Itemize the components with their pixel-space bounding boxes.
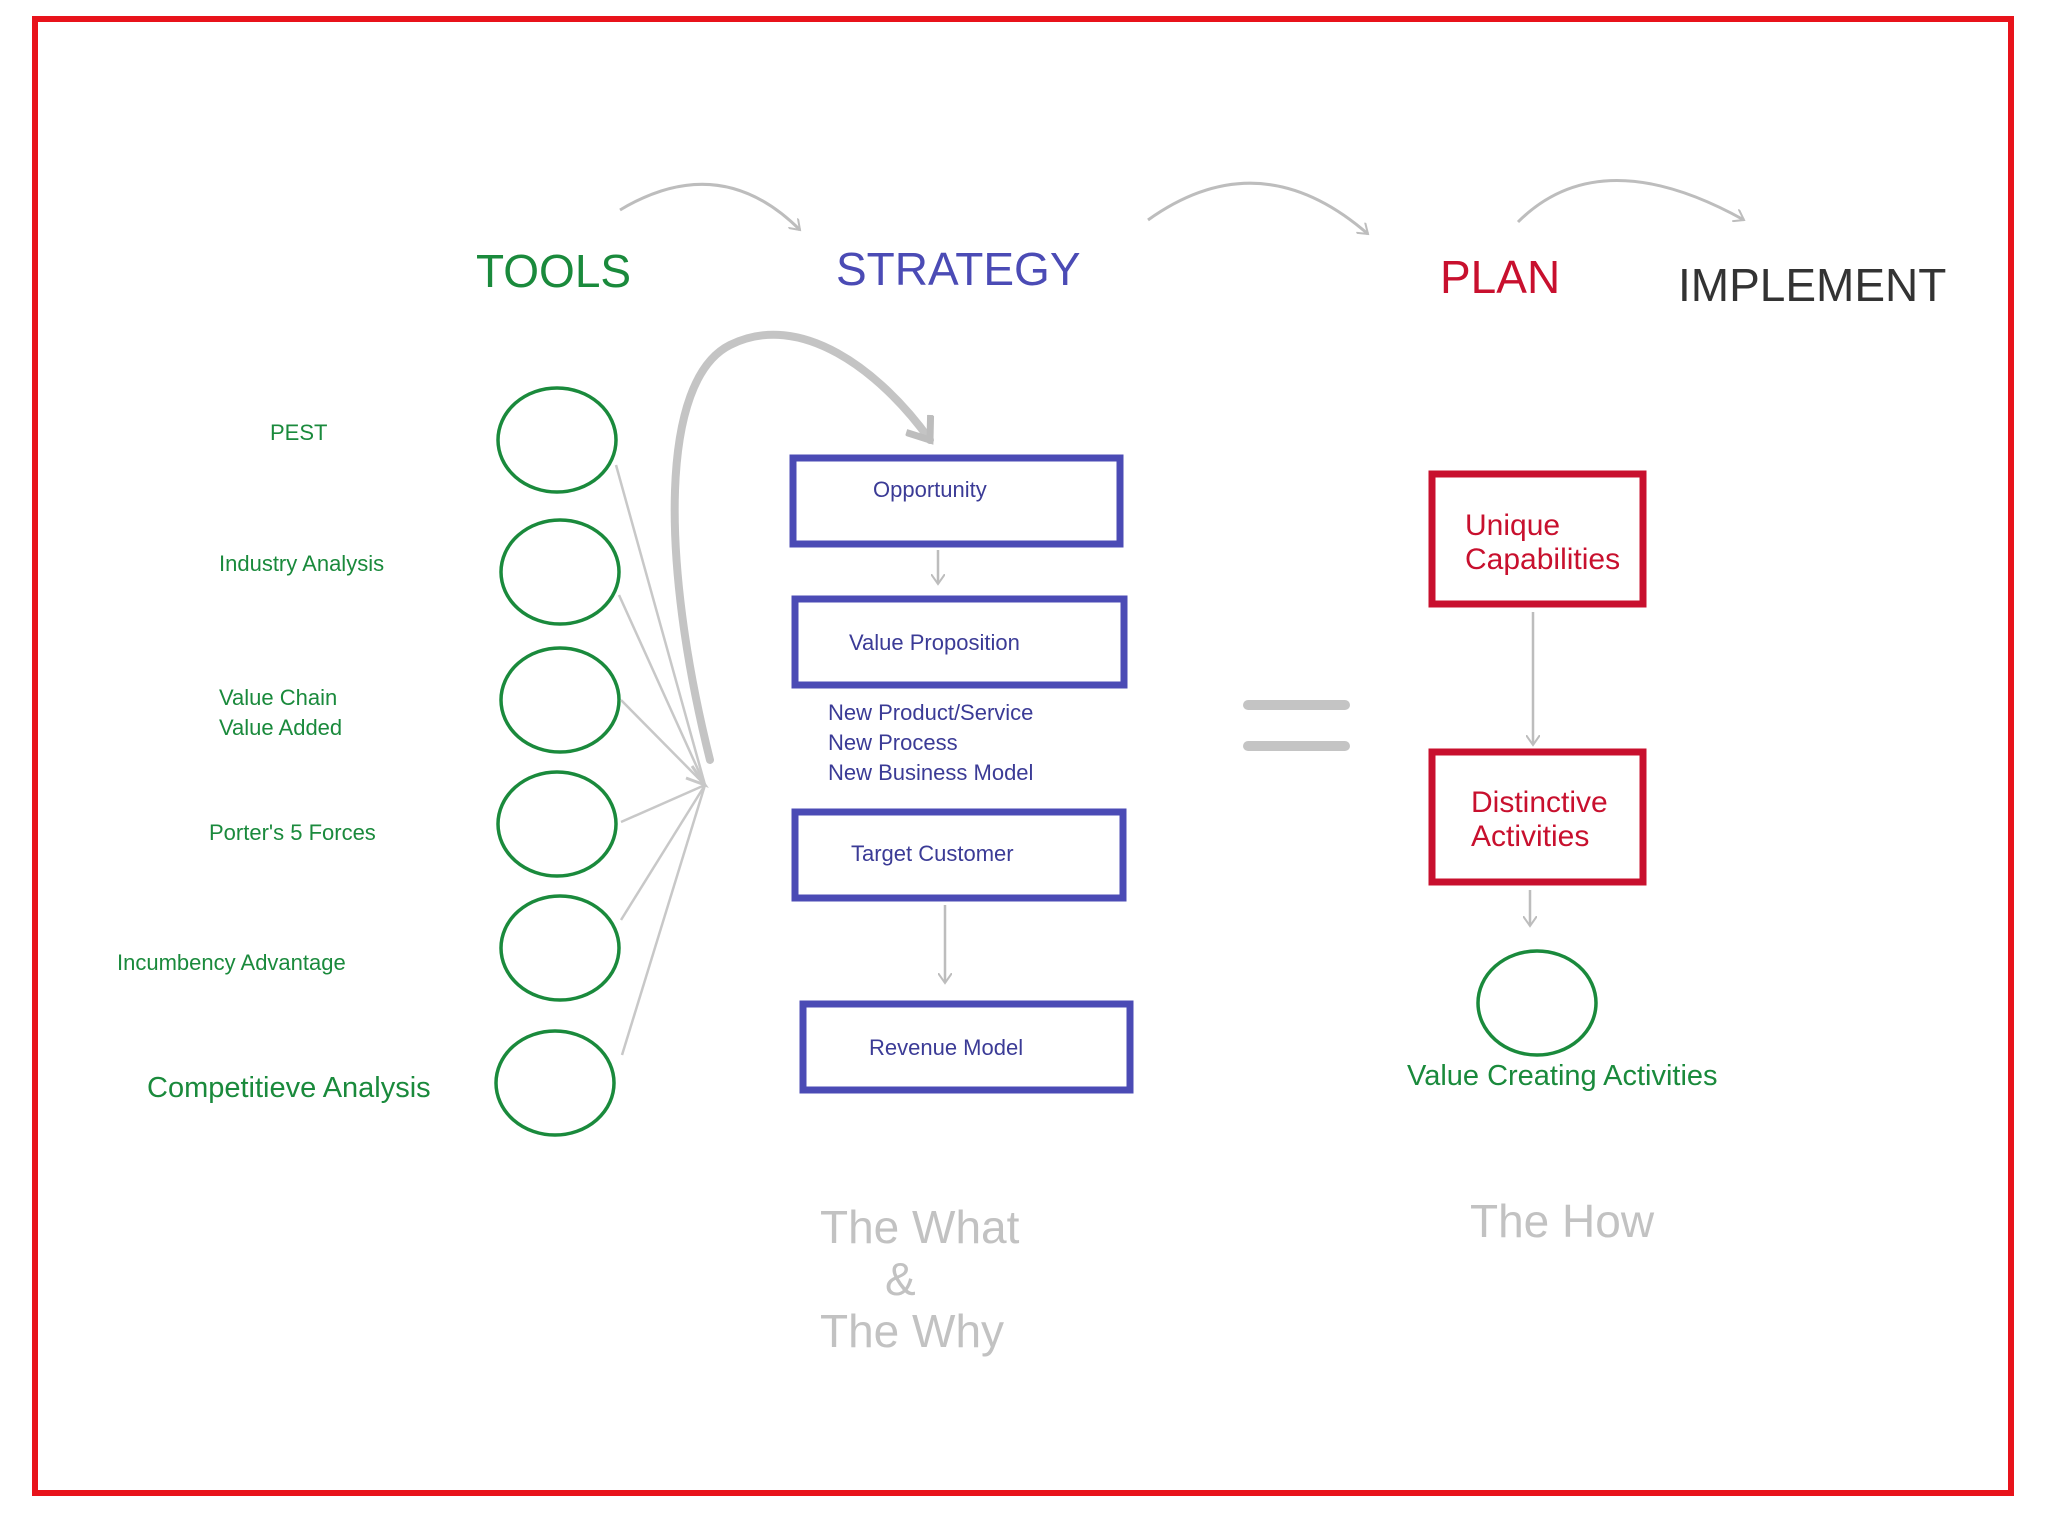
header-strategy: STRATEGY	[836, 243, 1081, 295]
caption-the-why: The Why	[820, 1305, 1005, 1357]
strategy-box-target-customer	[791, 808, 1127, 902]
vp-detail-business-model: New Business Model	[828, 760, 1034, 785]
tool-label-value-chain: Value Chain	[219, 685, 338, 710]
vp-detail-process: New Process	[828, 730, 958, 755]
value-creating-circle	[1476, 949, 1598, 1057]
strategy-box-value-proposition	[791, 595, 1128, 689]
header-plan: PLAN	[1440, 251, 1561, 303]
strategy-box-opportunity	[789, 454, 1124, 548]
unique-capabilities-line1: Unique	[1465, 509, 1561, 542]
strategy-box-revenue-model	[799, 1000, 1134, 1094]
header-arrow-tools-strategy	[619, 182, 800, 230]
value-creating-activities-label: Value Creating Activities	[1407, 1060, 1718, 1092]
tool-label-pest: PEST	[270, 420, 328, 445]
tool-circle-incumbency	[499, 894, 621, 1002]
tool-label-porters-5-forces: Porter's 5 Forces	[209, 820, 376, 845]
tool-circle-industry	[499, 518, 621, 626]
plan-box-distinctive-activities	[1428, 748, 1647, 886]
tool-circle-competitive	[494, 1029, 616, 1137]
tool-label-competitive-analysis: Competitieve Analysis	[147, 1072, 431, 1104]
revenue-model-label: Revenue Model	[869, 1035, 1024, 1060]
header-arrow-strategy-plan	[1147, 181, 1368, 234]
header-implement: IMPLEMENT	[1678, 259, 1947, 311]
distinctive-activities-line1: Distinctive	[1471, 786, 1608, 819]
distinctive-activities-line2: Activities	[1471, 820, 1590, 853]
tool-circle-value-chain	[499, 646, 621, 754]
caption-the-what: The What	[820, 1201, 1020, 1253]
header-arrow-plan-implement	[1516, 179, 1744, 224]
equals-icon	[1243, 700, 1350, 751]
tool-label-industry-analysis: Industry Analysis	[219, 551, 385, 576]
opportunity-label: Opportunity	[873, 477, 987, 502]
caption-the-how: The How	[1470, 1195, 1655, 1247]
plan-box-unique-capabilities	[1428, 470, 1647, 608]
tool-circle-porters	[496, 770, 618, 878]
caption-ampersand: &	[885, 1253, 916, 1305]
tool-circle-pest	[496, 386, 618, 494]
value-proposition-label: Value Proposition	[849, 630, 1020, 655]
unique-capabilities-line2: Capabilities	[1465, 543, 1621, 576]
vp-detail-product: New Product/Service	[828, 700, 1034, 725]
target-customer-label: Target Customer	[851, 841, 1014, 866]
header-tools: TOOLS	[476, 245, 632, 297]
big-curved-arrow	[670, 330, 930, 764]
diagram-frame	[32, 16, 2014, 1496]
tool-label-value-added: Value Added	[219, 715, 343, 740]
tool-label-incumbency-advantage: Incumbency Advantage	[117, 950, 346, 975]
